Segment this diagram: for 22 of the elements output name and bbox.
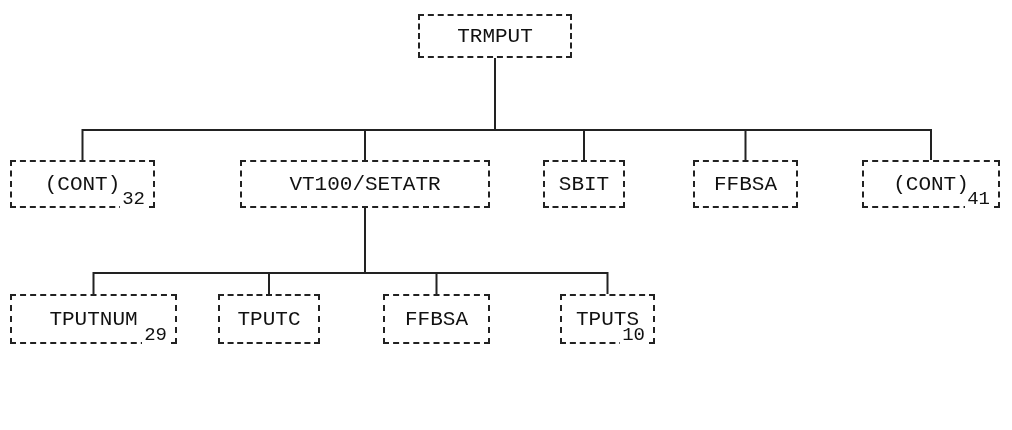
module-box [240,160,490,208]
page-number: 41 [965,190,992,208]
module-name: TPUTNUM [49,307,138,331]
module-box [560,294,655,344]
module-box [383,294,490,344]
module-box [862,160,1000,208]
page-number: 29 [142,326,169,344]
module-name: TRMPUT [457,24,533,48]
module-box [10,160,155,208]
module-name: SBIT [558,172,610,196]
module-name: FFBSA [405,307,468,331]
module-box [418,14,572,58]
tree-connector [364,207,609,295]
module-name: FFBSA [714,172,777,196]
module-box [218,294,320,344]
module-name: VT100/SETATR [289,172,441,196]
page-number: 32 [120,190,147,208]
module-box [10,294,177,344]
module-box [693,160,798,208]
module-name: TPUTC [237,307,301,331]
module-box [543,160,625,208]
module-name: (CONT) [44,172,121,196]
